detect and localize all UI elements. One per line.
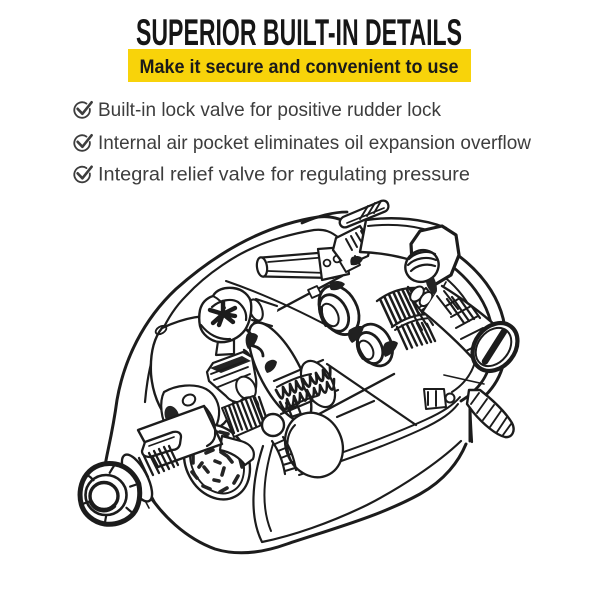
svg-text:Built-in lock valve for positi: Built-in lock valve for positive rudder … (98, 99, 441, 121)
svg-text:Make it secure and convenient: Make it secure and convenient to use (140, 56, 459, 78)
svg-text:SUPERIOR BUILT-IN DETAILS: SUPERIOR BUILT-IN DETAILS (136, 12, 462, 53)
svg-text:Internal air pocket eliminates: Internal air pocket eliminates oil expan… (98, 132, 532, 154)
svg-text:Integral relief valve for regu: Integral relief valve for regulating pre… (98, 164, 470, 186)
